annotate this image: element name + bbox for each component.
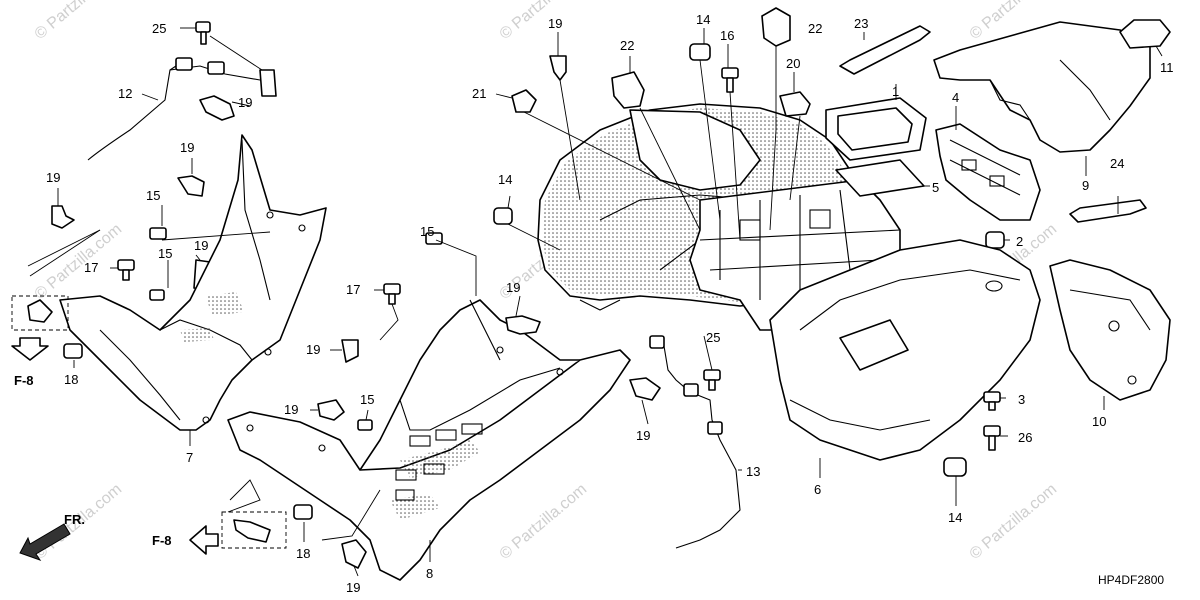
part-9-rear-cover	[933, 21, 1151, 153]
reference-label-f8-right: F-8	[152, 533, 172, 548]
part-19-top-clip	[549, 55, 567, 81]
part-22-clip-top	[611, 7, 791, 109]
front-direction-label: FR.	[64, 512, 85, 527]
callout-14: 14	[948, 510, 962, 525]
callout-15: 15	[360, 392, 374, 407]
part-26-bolt	[983, 425, 1001, 451]
callout-4: 4	[952, 90, 959, 105]
callout-25: 25	[706, 330, 720, 345]
callout-19: 19	[506, 280, 520, 295]
callout-12: 12	[118, 86, 132, 101]
watermark-text: © Partzilla.com	[497, 0, 591, 43]
callout-14: 14	[696, 12, 710, 27]
part-14-grommet-bottom	[943, 457, 967, 477]
callout-15: 15	[420, 224, 434, 239]
callout-26: 26	[1018, 430, 1032, 445]
callout-25: 25	[152, 21, 166, 36]
callout-11: 11	[1160, 60, 1174, 75]
callout-2: 2	[1016, 234, 1023, 249]
callout-18: 18	[64, 372, 78, 387]
part-1-rubber-frame	[825, 97, 927, 161]
callout-10: 10	[1092, 414, 1106, 429]
callout-5: 5	[932, 180, 939, 195]
leader-lines	[27, 27, 1163, 577]
callout-24: 24	[1110, 156, 1124, 171]
watermark-text: © Partzilla.com	[32, 221, 126, 303]
callout-13: 13	[746, 464, 760, 479]
part-13-rod	[649, 335, 741, 549]
fasteners-middle	[317, 232, 541, 569]
callout-19: 19	[548, 16, 562, 31]
watermark-text: © Partzilla.com	[497, 481, 591, 563]
callout-21: 21	[472, 86, 486, 101]
callout-19: 19	[180, 140, 194, 155]
part-6-rear-fender	[769, 239, 1041, 461]
part-7-front-fender	[59, 134, 327, 431]
part-8-floor-step	[227, 299, 631, 581]
callout-1: 1	[892, 84, 899, 99]
callout-19: 19	[46, 170, 60, 185]
part-18-grommet	[63, 343, 313, 520]
callout-8: 8	[426, 566, 433, 581]
ref-box-f8-right	[221, 511, 287, 549]
part-4-bracket	[935, 123, 1041, 221]
part-14-grommet-top	[689, 43, 711, 61]
watermark-text: © Partzilla.com	[967, 481, 1061, 563]
callout-17: 17	[346, 282, 360, 297]
ref-box-f8-left	[11, 295, 69, 331]
part-20-clip	[779, 91, 811, 117]
callout-18: 18	[296, 546, 310, 561]
arrow-left-icon	[189, 525, 219, 555]
ref-clip-right	[233, 519, 271, 543]
front-direction-arrow-icon	[19, 523, 71, 561]
part-11-clip	[1119, 19, 1171, 49]
callout-labels: 25 12 19 19 19 15 15 17 19 18 7 19 15 17…	[46, 12, 1174, 595]
reference-label-f8-left: F-8	[14, 373, 34, 388]
part-12-rod	[87, 57, 277, 161]
callout-19: 19	[238, 95, 252, 110]
callout-22: 22	[808, 21, 822, 36]
callout-19: 19	[346, 580, 360, 595]
part-16-bolt	[721, 67, 739, 93]
part-21-grommet	[511, 89, 537, 113]
part-25-bolt	[195, 21, 211, 45]
watermark-text: © Partzilla.com	[32, 0, 126, 43]
part-2-grommet	[985, 231, 1005, 249]
callout-19: 19	[306, 342, 320, 357]
callout-23: 23	[854, 16, 868, 31]
callout-22: 22	[620, 38, 634, 53]
part-19-clip	[27, 95, 235, 323]
callout-17: 17	[84, 260, 98, 275]
part-10-bracket	[1049, 259, 1171, 401]
callout-19: 19	[284, 402, 298, 417]
callout-14: 14	[498, 172, 512, 187]
part-3-bolt	[983, 391, 1001, 411]
part-24-strap	[1069, 199, 1147, 223]
arrow-down-icon	[11, 337, 49, 361]
diagram-code: HP4DF2800	[1098, 573, 1164, 587]
callout-6: 6	[814, 482, 821, 497]
part-25-bolt-right	[703, 369, 721, 391]
callout-20: 20	[786, 56, 800, 71]
callout-9: 9	[1082, 178, 1089, 193]
callout-3: 3	[1018, 392, 1025, 407]
callout-19: 19	[636, 428, 650, 443]
part-17-bolt	[117, 259, 135, 281]
part-23-strap	[839, 25, 931, 75]
part-19-clip-right	[629, 377, 661, 401]
callout-16: 16	[720, 28, 734, 43]
part-14-grommet-left	[493, 207, 513, 225]
part-15-bolt	[149, 227, 167, 301]
callout-15: 15	[158, 246, 172, 261]
callout-15: 15	[146, 188, 160, 203]
callout-7: 7	[186, 450, 193, 465]
callout-19: 19	[194, 238, 208, 253]
